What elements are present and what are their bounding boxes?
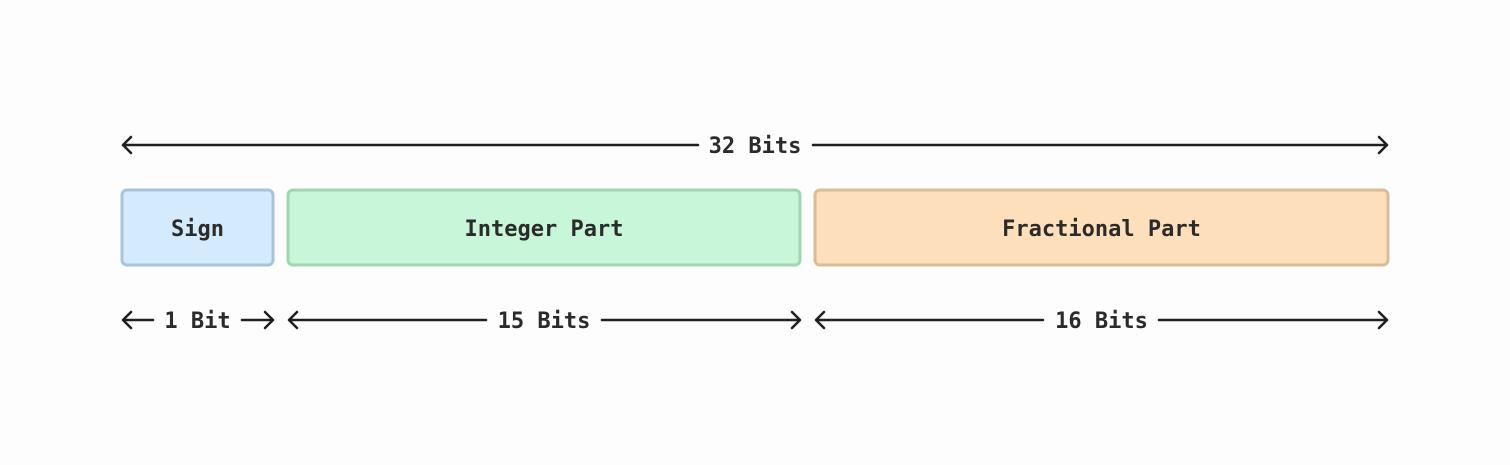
integer-bits-label: 15 Bits [498,309,591,334]
sign-field-box [120,188,275,267]
fractional-field-box [813,188,1390,267]
total-dimension: 32 Bits [121,134,1389,159]
fractional-dimension: 16 Bits [814,309,1389,334]
fractional-field: Fractional Part [813,188,1390,267]
sign-arrow-left-line [121,310,155,330]
sign-field: Sign [120,188,275,267]
integer-dimension: 15 Bits [287,309,802,334]
integer-field: Integer Part [286,188,802,267]
fractional-arrow-left-line [814,310,1045,330]
sign-dimension: 1 Bit [121,309,275,334]
total-bits-label: 32 Bits [709,134,802,159]
sign-field-label: Sign [171,217,224,242]
fractional-field-label: Fractional Part [1002,217,1201,242]
integer-arrow-right-line [600,310,802,330]
integer-arrow-left-line [287,310,488,330]
integer-field-label: Integer Part [465,217,624,242]
fractional-arrow-right-line [1157,310,1389,330]
total-arrow-right-line [811,135,1389,155]
sign-bits-label: 1 Bit [164,309,230,334]
total-arrow-left-line [121,135,700,155]
sign-arrow-right-line [240,310,275,330]
integer-field-box [286,188,802,267]
fractional-bits-label: 16 Bits [1055,309,1148,334]
